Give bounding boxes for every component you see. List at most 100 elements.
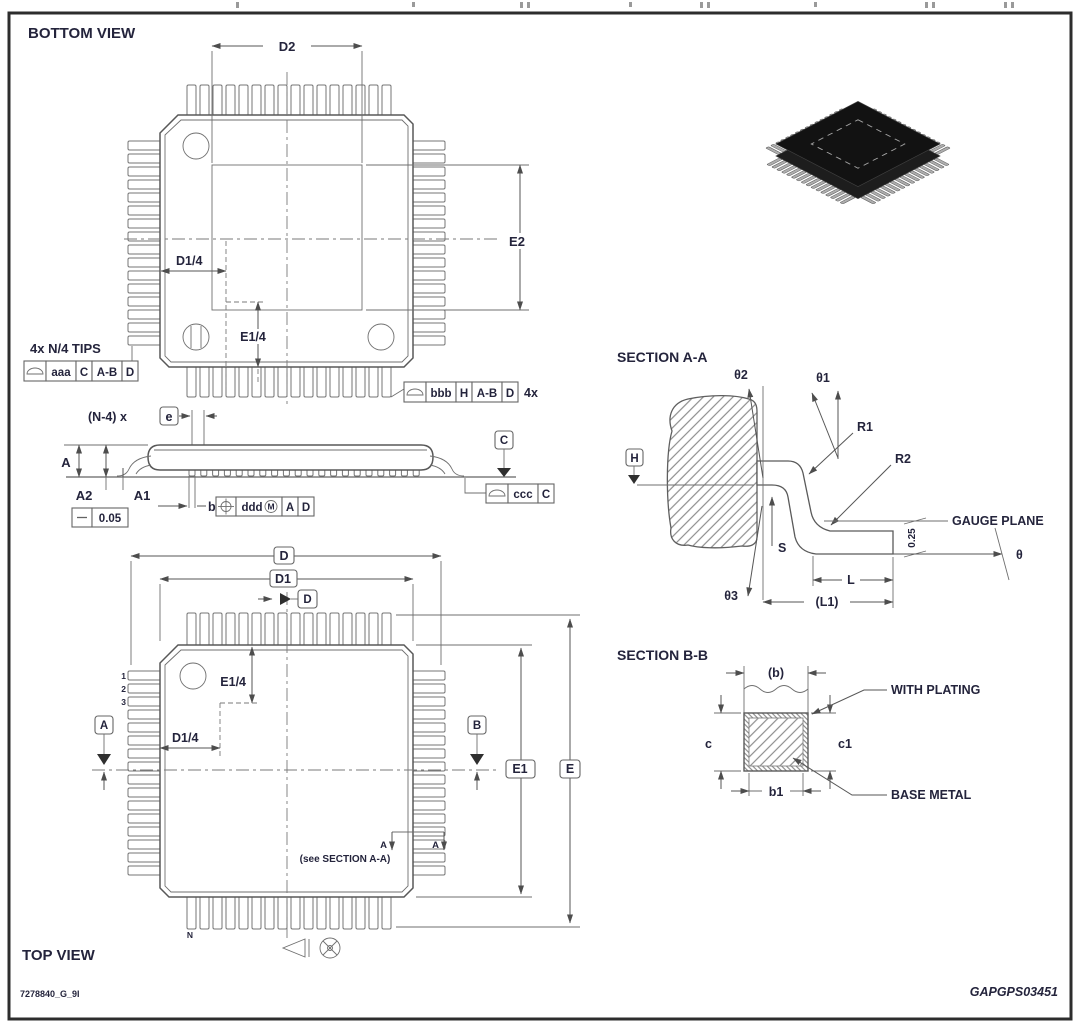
dim-theta1: θ1 bbox=[816, 371, 830, 385]
svg-text:A: A bbox=[100, 720, 108, 732]
top-view-title: TOP VIEW bbox=[22, 947, 96, 964]
dim-s: S bbox=[778, 541, 786, 555]
svg-text:A: A bbox=[432, 840, 439, 851]
svg-text:A: A bbox=[286, 502, 294, 514]
section-aa: SECTION A-A H θ2 θ3 θ1 R1 R2 S GAUGE PLA… bbox=[617, 349, 1044, 609]
package-body bbox=[159, 114, 414, 368]
bottom-view-title: BOTTOM VIEW bbox=[28, 25, 136, 42]
dim-d1-4: D1/4 bbox=[172, 731, 198, 745]
svg-text:B: B bbox=[473, 720, 481, 732]
gauge-offset: 0.25 bbox=[907, 528, 918, 548]
profile-symbol-icon bbox=[406, 388, 424, 396]
dim-b: (b) bbox=[768, 666, 784, 680]
pin-number-2: 2 bbox=[121, 684, 126, 694]
bottom-view: BOTTOM VIEW D2 E2 D1/4 E1/4 4x N/4 TIPS … bbox=[23, 25, 538, 404]
datum-c: C bbox=[500, 435, 508, 447]
mmc-symbol-icon bbox=[264, 500, 278, 513]
top-view: D D1 D E1 E E1/4 D1/4 A B 1 2 3 N bbox=[22, 546, 581, 964]
dim-d1: D1 bbox=[275, 572, 291, 586]
document-id: 7278840_G_9I bbox=[20, 989, 80, 999]
datum-triangle bbox=[497, 468, 511, 477]
svg-text:4x: 4x bbox=[524, 386, 538, 400]
corner-mark bbox=[367, 323, 395, 351]
svg-text:D: D bbox=[506, 388, 514, 400]
figure-code: GAPGPS03451 bbox=[970, 985, 1058, 999]
section-note: (see SECTION A-A) bbox=[300, 854, 391, 865]
datum-d: D bbox=[303, 594, 311, 606]
base-metal-label: BASE METAL bbox=[891, 788, 972, 802]
svg-text:D: D bbox=[302, 502, 310, 514]
datum-a-target: A bbox=[94, 715, 114, 790]
position-symbol-icon bbox=[218, 498, 234, 515]
molded-body-section bbox=[666, 394, 758, 549]
dim-e1-4: E1/4 bbox=[240, 330, 266, 344]
dim-d: D bbox=[279, 549, 288, 563]
profile-symbol-icon bbox=[488, 489, 506, 497]
svg-text:D: D bbox=[126, 367, 134, 379]
dim-c1: c1 bbox=[838, 737, 852, 751]
projection-symbol-icon bbox=[281, 937, 341, 959]
dim-theta: θ bbox=[1016, 548, 1023, 562]
corner-mark bbox=[182, 132, 210, 160]
dim-a1: A1 bbox=[134, 488, 151, 503]
profile-symbol-icon bbox=[26, 367, 44, 375]
dim-theta2: θ2 bbox=[734, 368, 748, 382]
dim-l: L bbox=[847, 573, 855, 587]
break-line bbox=[743, 685, 809, 693]
side-body bbox=[147, 444, 434, 471]
chip-body-top bbox=[775, 100, 941, 188]
svg-text:A-B: A-B bbox=[477, 388, 497, 400]
flatness-frame: 0.05 bbox=[71, 507, 129, 528]
pin-number-3: 3 bbox=[121, 697, 126, 707]
dim-e2: E2 bbox=[509, 234, 525, 249]
fcf-bbb: bbb H A-B D 4x bbox=[403, 381, 538, 403]
datum-h: H bbox=[630, 453, 638, 465]
pin-row-top bbox=[186, 612, 392, 648]
datum-b-target: B bbox=[467, 715, 487, 790]
dim-a2: A2 bbox=[76, 488, 93, 503]
dim-d2: D2 bbox=[279, 39, 296, 54]
section-cut-marks: A A bbox=[380, 831, 447, 851]
dim-b: b bbox=[208, 500, 216, 514]
dim-e-pitch: e bbox=[166, 410, 173, 424]
svg-text:C: C bbox=[542, 489, 550, 501]
pin-row-bottom bbox=[186, 894, 392, 930]
fcf-aaa: aaa C A-B D bbox=[23, 360, 139, 382]
chip-3d-image bbox=[765, 100, 951, 204]
dim-d1-4: D1/4 bbox=[176, 254, 202, 268]
svg-text:0.05: 0.05 bbox=[99, 513, 122, 525]
svg-text:ddd: ddd bbox=[241, 502, 262, 514]
dim-e1-4: E1/4 bbox=[220, 675, 246, 689]
svg-text:A-B: A-B bbox=[97, 367, 117, 379]
section-bb: SECTION B-B (b) c c1 b1 WITH PLATING BAS… bbox=[617, 647, 980, 802]
gauge-plane-label: GAUGE PLANE bbox=[952, 514, 1044, 528]
exposed-pad bbox=[211, 164, 363, 311]
pin-number-1: 1 bbox=[121, 671, 126, 681]
pin1-mark bbox=[182, 323, 210, 351]
dim-a: A bbox=[61, 455, 71, 470]
dim-e1: E1 bbox=[512, 762, 527, 776]
section-bb-title: SECTION B-B bbox=[617, 647, 708, 663]
fcf-ddd: ddd M A D bbox=[215, 496, 315, 517]
dim-r2: R2 bbox=[895, 452, 911, 466]
dim-theta3: θ3 bbox=[724, 589, 738, 603]
tips-note: 4x N/4 TIPS bbox=[30, 341, 101, 356]
svg-text:aaa: aaa bbox=[51, 367, 71, 379]
svg-text:bbb: bbb bbox=[430, 388, 451, 400]
fcf-ccc: ccc C bbox=[485, 483, 555, 504]
side-view: (N-4) x e A A2 A1 b ddd M A D 0.05 bbox=[61, 406, 555, 528]
svg-text:A: A bbox=[380, 840, 387, 851]
dim-r1: R1 bbox=[857, 420, 873, 434]
svg-text:C: C bbox=[80, 367, 88, 379]
dim-l1: (L1) bbox=[816, 595, 839, 609]
pin1-mark bbox=[179, 662, 207, 690]
svg-text:ccc: ccc bbox=[513, 489, 533, 501]
svg-text:M: M bbox=[267, 502, 274, 512]
svg-text:H: H bbox=[460, 388, 468, 400]
lead-count-note: (N-4) x bbox=[88, 410, 127, 424]
dim-e: E bbox=[566, 762, 574, 776]
cropped-text-fragments bbox=[236, 2, 1014, 8]
dim-c: c bbox=[705, 737, 712, 751]
pin-number-n: N bbox=[187, 930, 193, 940]
